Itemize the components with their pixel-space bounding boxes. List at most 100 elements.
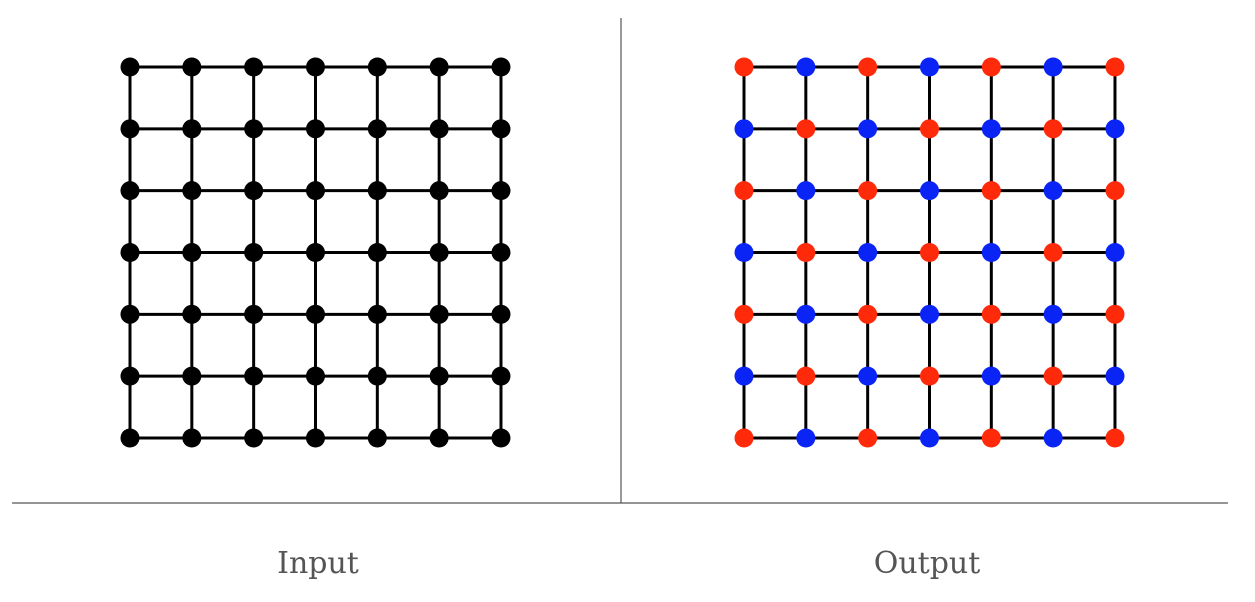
input-node-4-5 <box>429 304 449 324</box>
output-node-6-5 <box>1043 428 1063 448</box>
input-node-1-5 <box>429 119 449 139</box>
input-node-1-0 <box>120 119 140 139</box>
input-node-3-3 <box>305 242 325 262</box>
input-node-2-5 <box>429 181 449 201</box>
output-node-0-5 <box>1043 57 1063 77</box>
output-node-4-4 <box>981 304 1001 324</box>
input-node-1-4 <box>367 119 387 139</box>
output-node-0-3 <box>919 57 939 77</box>
input-node-2-1 <box>182 181 202 201</box>
output-node-1-4 <box>981 119 1001 139</box>
output-node-5-2 <box>858 366 878 386</box>
input-node-2-0 <box>120 181 140 201</box>
output-node-2-1 <box>796 181 816 201</box>
output-node-1-0 <box>734 119 754 139</box>
input-node-6-2 <box>244 428 264 448</box>
output-node-3-5 <box>1043 242 1063 262</box>
output-node-1-5 <box>1043 119 1063 139</box>
input-node-5-5 <box>429 366 449 386</box>
input-node-6-3 <box>305 428 325 448</box>
output-node-3-4 <box>981 242 1001 262</box>
output-node-0-6 <box>1105 57 1125 77</box>
output-node-5-5 <box>1043 366 1063 386</box>
input-node-4-2 <box>244 304 264 324</box>
output-node-5-3 <box>919 366 939 386</box>
input-node-2-6 <box>491 181 511 201</box>
input-node-2-2 <box>244 181 264 201</box>
input-node-3-1 <box>182 242 202 262</box>
output-node-2-6 <box>1105 181 1125 201</box>
output-node-5-1 <box>796 366 816 386</box>
input-node-5-6 <box>491 366 511 386</box>
input-node-3-5 <box>429 242 449 262</box>
input-node-1-6 <box>491 119 511 139</box>
output-node-6-1 <box>796 428 816 448</box>
output-node-5-4 <box>981 366 1001 386</box>
output-node-3-6 <box>1105 242 1125 262</box>
input-node-3-6 <box>491 242 511 262</box>
input-node-3-4 <box>367 242 387 262</box>
output-node-6-3 <box>919 428 939 448</box>
output-node-0-4 <box>981 57 1001 77</box>
output-node-2-5 <box>1043 181 1063 201</box>
output-caption: Output <box>873 546 981 581</box>
output-node-0-2 <box>858 57 878 77</box>
input-node-3-2 <box>244 242 264 262</box>
input-node-0-2 <box>244 57 264 77</box>
input-grid <box>120 57 511 448</box>
input-node-6-1 <box>182 428 202 448</box>
output-node-4-3 <box>919 304 939 324</box>
input-caption: Input <box>277 546 359 581</box>
output-node-3-3 <box>919 242 939 262</box>
output-node-0-1 <box>796 57 816 77</box>
input-node-1-3 <box>305 119 325 139</box>
input-node-5-0 <box>120 366 140 386</box>
output-node-3-2 <box>858 242 878 262</box>
input-node-0-1 <box>182 57 202 77</box>
output-node-1-3 <box>919 119 939 139</box>
output-node-6-6 <box>1105 428 1125 448</box>
output-node-6-2 <box>858 428 878 448</box>
input-node-1-2 <box>244 119 264 139</box>
output-node-4-6 <box>1105 304 1125 324</box>
input-node-6-4 <box>367 428 387 448</box>
input-node-4-3 <box>305 304 325 324</box>
input-node-2-3 <box>305 181 325 201</box>
input-node-5-2 <box>244 366 264 386</box>
output-node-4-1 <box>796 304 816 324</box>
input-node-0-0 <box>120 57 140 77</box>
output-node-2-4 <box>981 181 1001 201</box>
input-node-1-1 <box>182 119 202 139</box>
input-node-0-4 <box>367 57 387 77</box>
input-node-4-4 <box>367 304 387 324</box>
output-grid <box>734 57 1125 448</box>
output-node-4-0 <box>734 304 754 324</box>
output-node-0-0 <box>734 57 754 77</box>
output-node-1-1 <box>796 119 816 139</box>
output-node-5-6 <box>1105 366 1125 386</box>
output-node-6-0 <box>734 428 754 448</box>
output-node-3-1 <box>796 242 816 262</box>
output-node-1-6 <box>1105 119 1125 139</box>
input-node-6-5 <box>429 428 449 448</box>
output-node-2-0 <box>734 181 754 201</box>
output-node-2-2 <box>858 181 878 201</box>
input-node-2-4 <box>367 181 387 201</box>
output-node-5-0 <box>734 366 754 386</box>
output-node-1-2 <box>858 119 878 139</box>
input-node-0-3 <box>305 57 325 77</box>
input-node-4-0 <box>120 304 140 324</box>
output-node-4-5 <box>1043 304 1063 324</box>
input-node-4-1 <box>182 304 202 324</box>
output-node-6-4 <box>981 428 1001 448</box>
output-node-2-3 <box>919 181 939 201</box>
output-node-3-0 <box>734 242 754 262</box>
input-node-5-1 <box>182 366 202 386</box>
input-node-6-6 <box>491 428 511 448</box>
input-node-0-6 <box>491 57 511 77</box>
input-node-5-4 <box>367 366 387 386</box>
input-node-5-3 <box>305 366 325 386</box>
input-node-3-0 <box>120 242 140 262</box>
input-node-0-5 <box>429 57 449 77</box>
